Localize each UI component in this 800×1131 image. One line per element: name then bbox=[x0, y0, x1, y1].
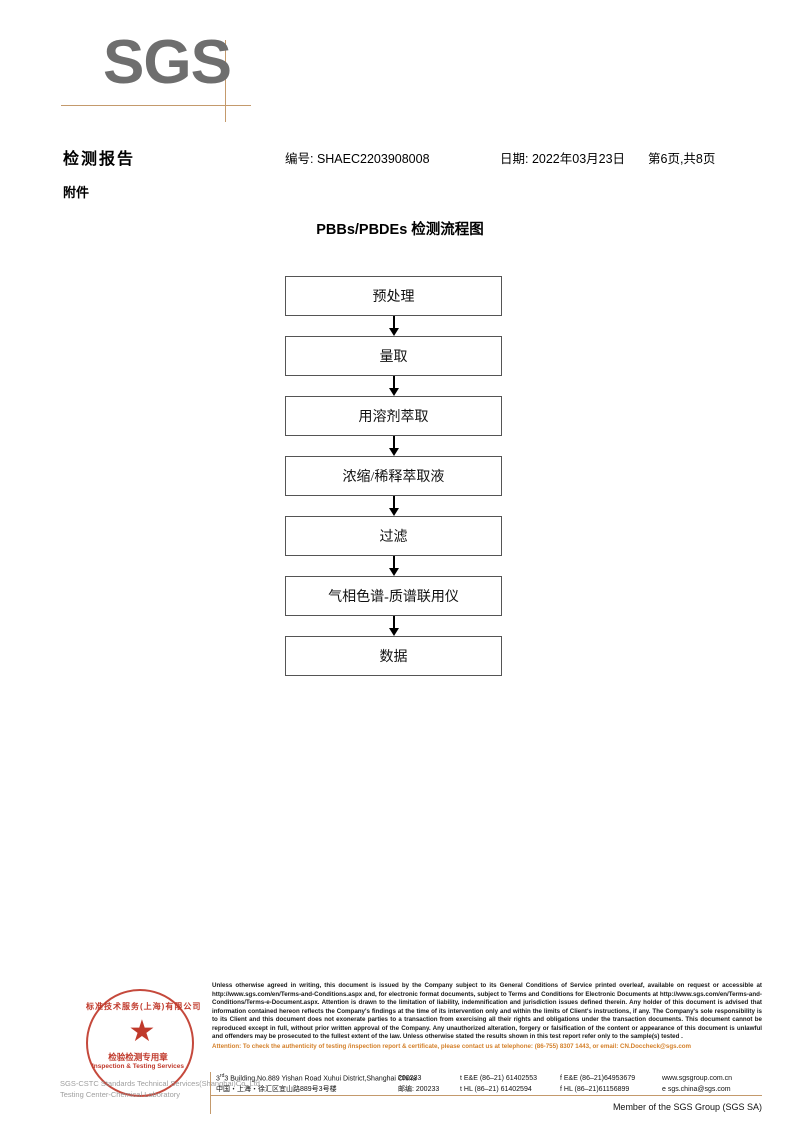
flow-arrow-3 bbox=[285, 436, 502, 456]
flowchart-title: PBBs/PBDEs 检测流程图 bbox=[316, 222, 484, 238]
arrow-shaft bbox=[392, 496, 395, 510]
zip-cn: 邮编: 200233 bbox=[398, 1086, 440, 1094]
fax-hl: f HL (86–21)61156899 bbox=[560, 1086, 630, 1094]
flow-node-2: 量取 bbox=[285, 336, 502, 376]
website: www.sgsgroup.com.cn bbox=[662, 1075, 733, 1083]
arrow-head-icon bbox=[388, 328, 399, 336]
address-en-text: 3 Building,No.889 Yishan Road Xuhui Dist… bbox=[224, 1075, 417, 1083]
address-ordinal-suffix: rd bbox=[219, 1073, 225, 1079]
attention-notice: Attention: To check the authenticity of … bbox=[212, 1042, 692, 1050]
flow-node-6: 气相色谱-质谱联用仪 bbox=[285, 576, 502, 616]
flow-node-5: 过滤 bbox=[285, 516, 502, 556]
arrow-head-icon bbox=[388, 448, 399, 456]
report-number: 编号: SHAEC2203908008 bbox=[285, 152, 430, 166]
address-en: 3rd3 Building,No.889 Yishan Road Xuhui D… bbox=[216, 1073, 417, 1083]
footer-vertical-rule bbox=[210, 1072, 211, 1114]
flow-node-4: 浓缩/稀释萃取液 bbox=[285, 456, 502, 496]
sgs-logo: SGS bbox=[61, 32, 253, 122]
seal-entity-line-1: SGS-CSTC Standards Technical Services(Sh… bbox=[60, 1079, 263, 1088]
seal-purpose-en: Inspection & Testing Services bbox=[92, 1063, 184, 1070]
flow-arrow-4 bbox=[285, 496, 502, 516]
arrow-shaft bbox=[392, 436, 395, 450]
flow-arrow-6 bbox=[285, 616, 502, 636]
logo-vertical-rule bbox=[225, 40, 226, 122]
arrow-shaft bbox=[392, 556, 395, 570]
seal-star-icon: ★ bbox=[128, 1015, 156, 1048]
flow-node-7: 数据 bbox=[285, 636, 502, 676]
arrow-shaft bbox=[392, 616, 395, 630]
sgs-logo-text: SGS bbox=[103, 28, 232, 97]
legal-disclaimer: Unless otherwise agreed in writing, this… bbox=[212, 982, 762, 1051]
flow-arrow-5 bbox=[285, 556, 502, 576]
seal-company-name-cn: 标准技术服务(上海)有限公司 bbox=[86, 1002, 202, 1011]
page-indicator: 第6页,共8页 bbox=[648, 152, 716, 166]
flowchart: 预处理 量取 用溶剂萃取 浓缩/稀释萃取液 过滤 气相色谱-质谱联用仪 数据 bbox=[285, 276, 504, 676]
email: e sgs.china@sgs.com bbox=[662, 1086, 731, 1094]
seal-circle bbox=[86, 989, 194, 1097]
attachment-label: 附件 bbox=[63, 185, 90, 200]
flow-arrow-2 bbox=[285, 376, 502, 396]
member-of-group-line: Member of the SGS Group (SGS SA) bbox=[612, 1102, 762, 1112]
contact-row-cn: 中国・上海・徐汇区宜山路889号3号楼 邮编: 200233 t HL (86–… bbox=[216, 1085, 762, 1096]
footer-horizontal-rule bbox=[210, 1095, 762, 1096]
tel-ee: t E&E (86–21) 61402553 bbox=[460, 1075, 538, 1083]
zip-en: 200233 bbox=[398, 1075, 422, 1083]
contact-row-en: 3rd3 Building,No.889 Yishan Road Xuhui D… bbox=[216, 1073, 762, 1085]
seal-entity-line-2: Testing Center-Chemical Laboratory bbox=[60, 1090, 181, 1099]
arrow-shaft bbox=[392, 316, 395, 330]
flow-node-3: 用溶剂萃取 bbox=[285, 396, 502, 436]
fax-ee: f E&E (86–21)64953679 bbox=[560, 1075, 636, 1083]
company-seal: 标准技术服务(上海)有限公司 ★ 检验检测专用章 Inspection & Te… bbox=[60, 987, 262, 1099]
flow-node-1: 预处理 bbox=[285, 276, 502, 316]
logo-horizontal-rule bbox=[61, 105, 251, 106]
arrow-head-icon bbox=[388, 388, 399, 396]
tel-hl: t HL (86–21) 61402594 bbox=[460, 1086, 532, 1094]
arrow-head-icon bbox=[388, 568, 399, 576]
address-cn: 中国・上海・徐汇区宜山路889号3号楼 bbox=[216, 1086, 337, 1094]
arrow-shaft bbox=[392, 376, 395, 390]
page-title: 检测报告 bbox=[63, 151, 136, 168]
contact-block: 3rd3 Building,No.889 Yishan Road Xuhui D… bbox=[216, 1073, 762, 1096]
seal-purpose-cn: 检验检测专用章 bbox=[108, 1052, 168, 1062]
document-footer: 标准技术服务(上海)有限公司 ★ 检验检测专用章 Inspection & Te… bbox=[0, 982, 800, 1131]
arrow-head-icon bbox=[388, 508, 399, 516]
flow-arrow-1 bbox=[285, 316, 502, 336]
report-date: 日期: 2022年03月23日 bbox=[500, 152, 626, 166]
document-header: 检测报告 附件 编号: SHAEC2203908008 日期: 2022年03月… bbox=[0, 140, 800, 200]
legal-body-text: Unless otherwise agreed in writing, this… bbox=[212, 982, 762, 1041]
arrow-head-icon bbox=[388, 628, 399, 636]
